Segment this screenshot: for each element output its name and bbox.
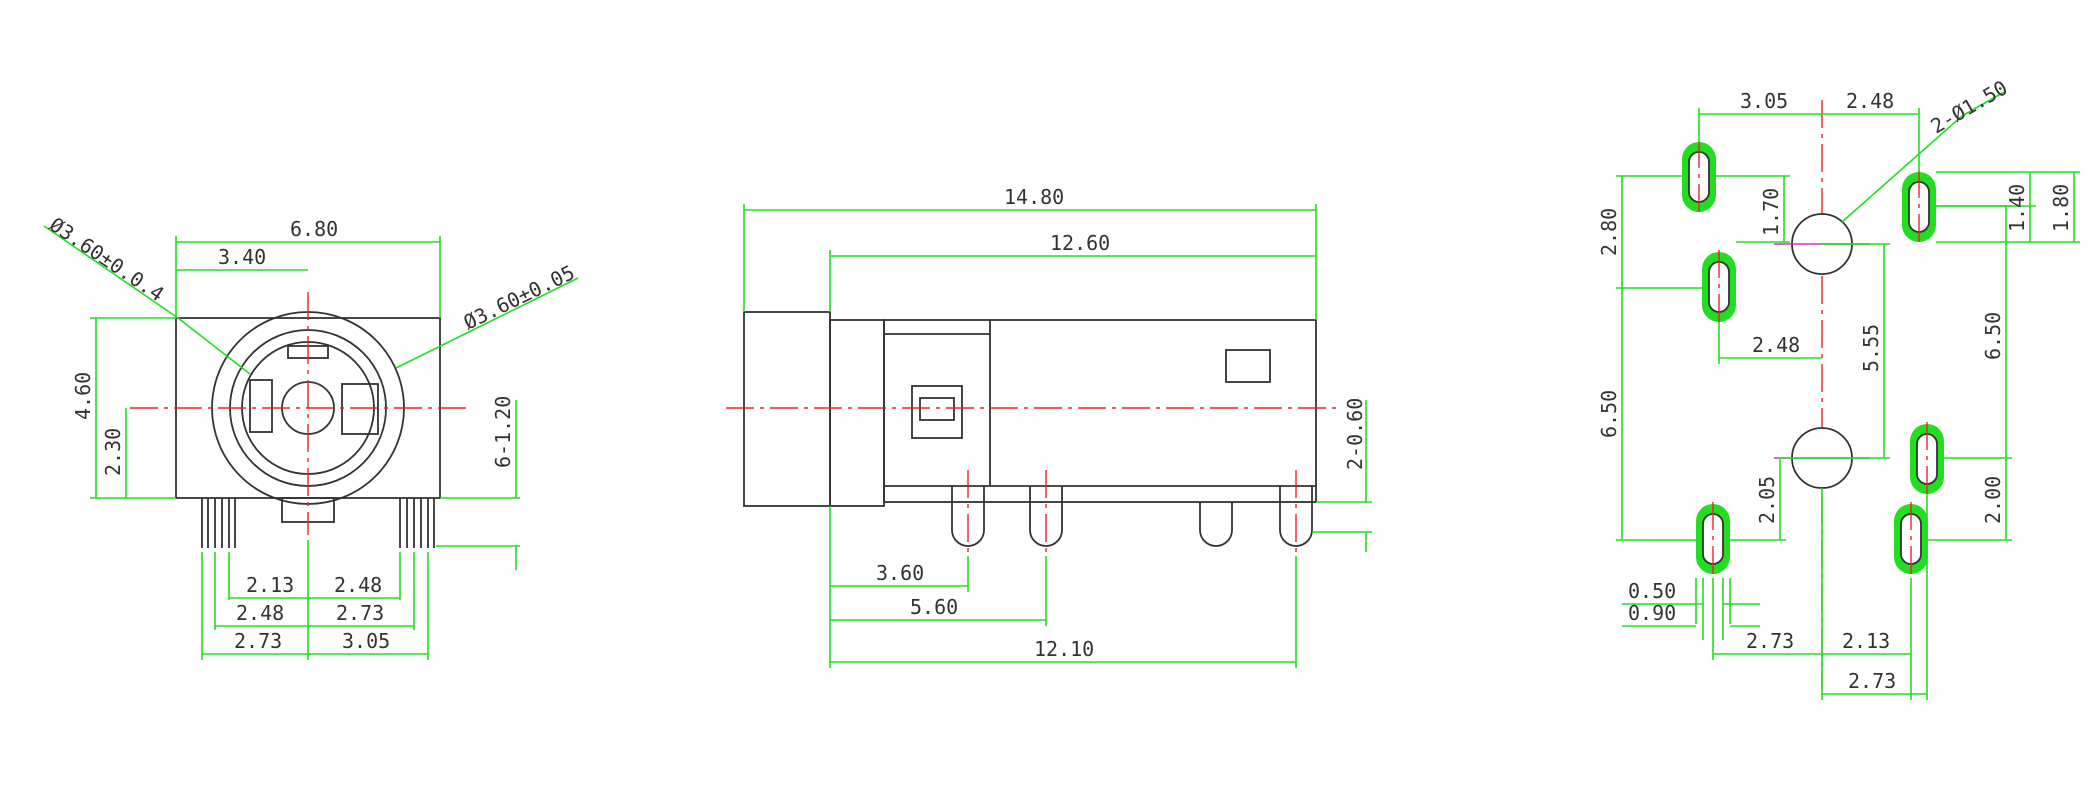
dim-front-pin-2-73-right: 2.73 <box>336 601 384 625</box>
front-contact-left <box>249 379 273 433</box>
dim-front-diameter-left: Ø3.60±0.0.4 <box>45 212 168 306</box>
side-body <box>883 319 1317 503</box>
dim-front-pin-height: 6-1.20 <box>491 396 515 468</box>
dim-footprint-slot-1-70: 1.70 <box>1759 188 1783 236</box>
dim-footprint-slot-1-40: 1.40 <box>2005 184 2029 232</box>
dim-front-half-width: 3.40 <box>218 245 266 269</box>
side-mid-section <box>829 319 885 507</box>
dim-footprint-right-6-50: 6.50 <box>1981 312 2005 360</box>
dim-front-width: 6.80 <box>290 217 338 241</box>
footprint-slot-top-right <box>1902 170 1936 246</box>
dim-front-pin-3-05: 3.05 <box>342 629 390 653</box>
side-view: 14.80 12.60 2-0.60 3.60 5.60 12.10 <box>726 185 1372 668</box>
dim-side-pin-5-60: 5.60 <box>910 595 958 619</box>
dim-footprint-hole-callout: 2-Ø1.50 <box>1927 75 2012 138</box>
dim-front-center-height: 2.30 <box>101 428 125 476</box>
footprint-slot-mid-right <box>1910 422 1944 498</box>
dim-front-pin-2-13: 2.13 <box>246 573 294 597</box>
front-pins-right <box>399 498 435 548</box>
dim-front-pin-2-48-left: 2.48 <box>236 601 284 625</box>
side-top-window <box>1225 349 1271 383</box>
dim-footprint-top-left: 3.05 <box>1740 89 1788 113</box>
footprint-slot-mid-left <box>1702 250 1736 326</box>
dim-front-pin-2-73-left: 2.73 <box>234 629 282 653</box>
side-latch-window <box>911 385 963 439</box>
dim-front-pin-2-48-right: 2.48 <box>334 573 382 597</box>
dim-footprint-mid-2-48: 2.48 <box>1752 333 1800 357</box>
dim-front-height: 4.60 <box>71 372 95 420</box>
side-front-cap <box>743 311 831 507</box>
dim-footprint-left-6-50: 6.50 <box>1597 390 1621 438</box>
dim-footprint-top-right: 2.48 <box>1846 89 1894 113</box>
side-latch-inner <box>919 397 955 421</box>
side-pin-1 <box>951 486 985 547</box>
dim-footprint-left-2-80: 2.80 <box>1597 208 1621 256</box>
dim-footprint-bottom-2-73-b: 2.73 <box>1848 669 1896 693</box>
dim-side-overall-length: 14.80 <box>1004 185 1064 209</box>
footprint-slot-bottom-right <box>1894 502 1928 578</box>
footprint-slot-top-left <box>1682 140 1716 216</box>
front-contact-right <box>341 383 379 435</box>
dim-footprint-bottom-2-13: 2.13 <box>1842 629 1890 653</box>
dim-footprint-slot-1-80: 1.80 <box>2049 184 2073 232</box>
dim-footprint-width-0-50: 0.50 <box>1628 579 1676 603</box>
side-pin-3 <box>1199 502 1233 547</box>
dim-footprint-bottom-2-73: 2.73 <box>1746 629 1794 653</box>
dim-footprint-low-2-00: 2.00 <box>1981 476 2005 524</box>
side-pin-4 <box>1279 486 1313 547</box>
footprint-slot-bottom-left <box>1696 502 1730 578</box>
dim-footprint-low-2-05: 2.05 <box>1755 476 1779 524</box>
front-view: 6.80 3.40 Ø3.60±0.0.4 Ø3.60±0.05 4.60 2.… <box>43 212 579 660</box>
dim-footprint-center-5-55: 5.55 <box>1859 324 1883 372</box>
dim-side-pin-depth: 2-0.60 <box>1343 398 1367 470</box>
dim-side-body-length: 12.60 <box>1050 231 1110 255</box>
footprint-view: 3.05 2.48 2-Ø1.50 2.80 1.70 1.40 1.80 2.… <box>1597 75 2080 700</box>
side-pin-2 <box>1029 486 1063 547</box>
dim-footprint-width-0-90: 0.90 <box>1628 601 1676 625</box>
front-pins-left <box>201 498 236 548</box>
dim-side-pin-3-60: 3.60 <box>876 561 924 585</box>
dim-front-diameter-right: Ø3.60±0.05 <box>460 260 579 334</box>
dim-side-pin-12-10: 12.10 <box>1034 637 1094 661</box>
